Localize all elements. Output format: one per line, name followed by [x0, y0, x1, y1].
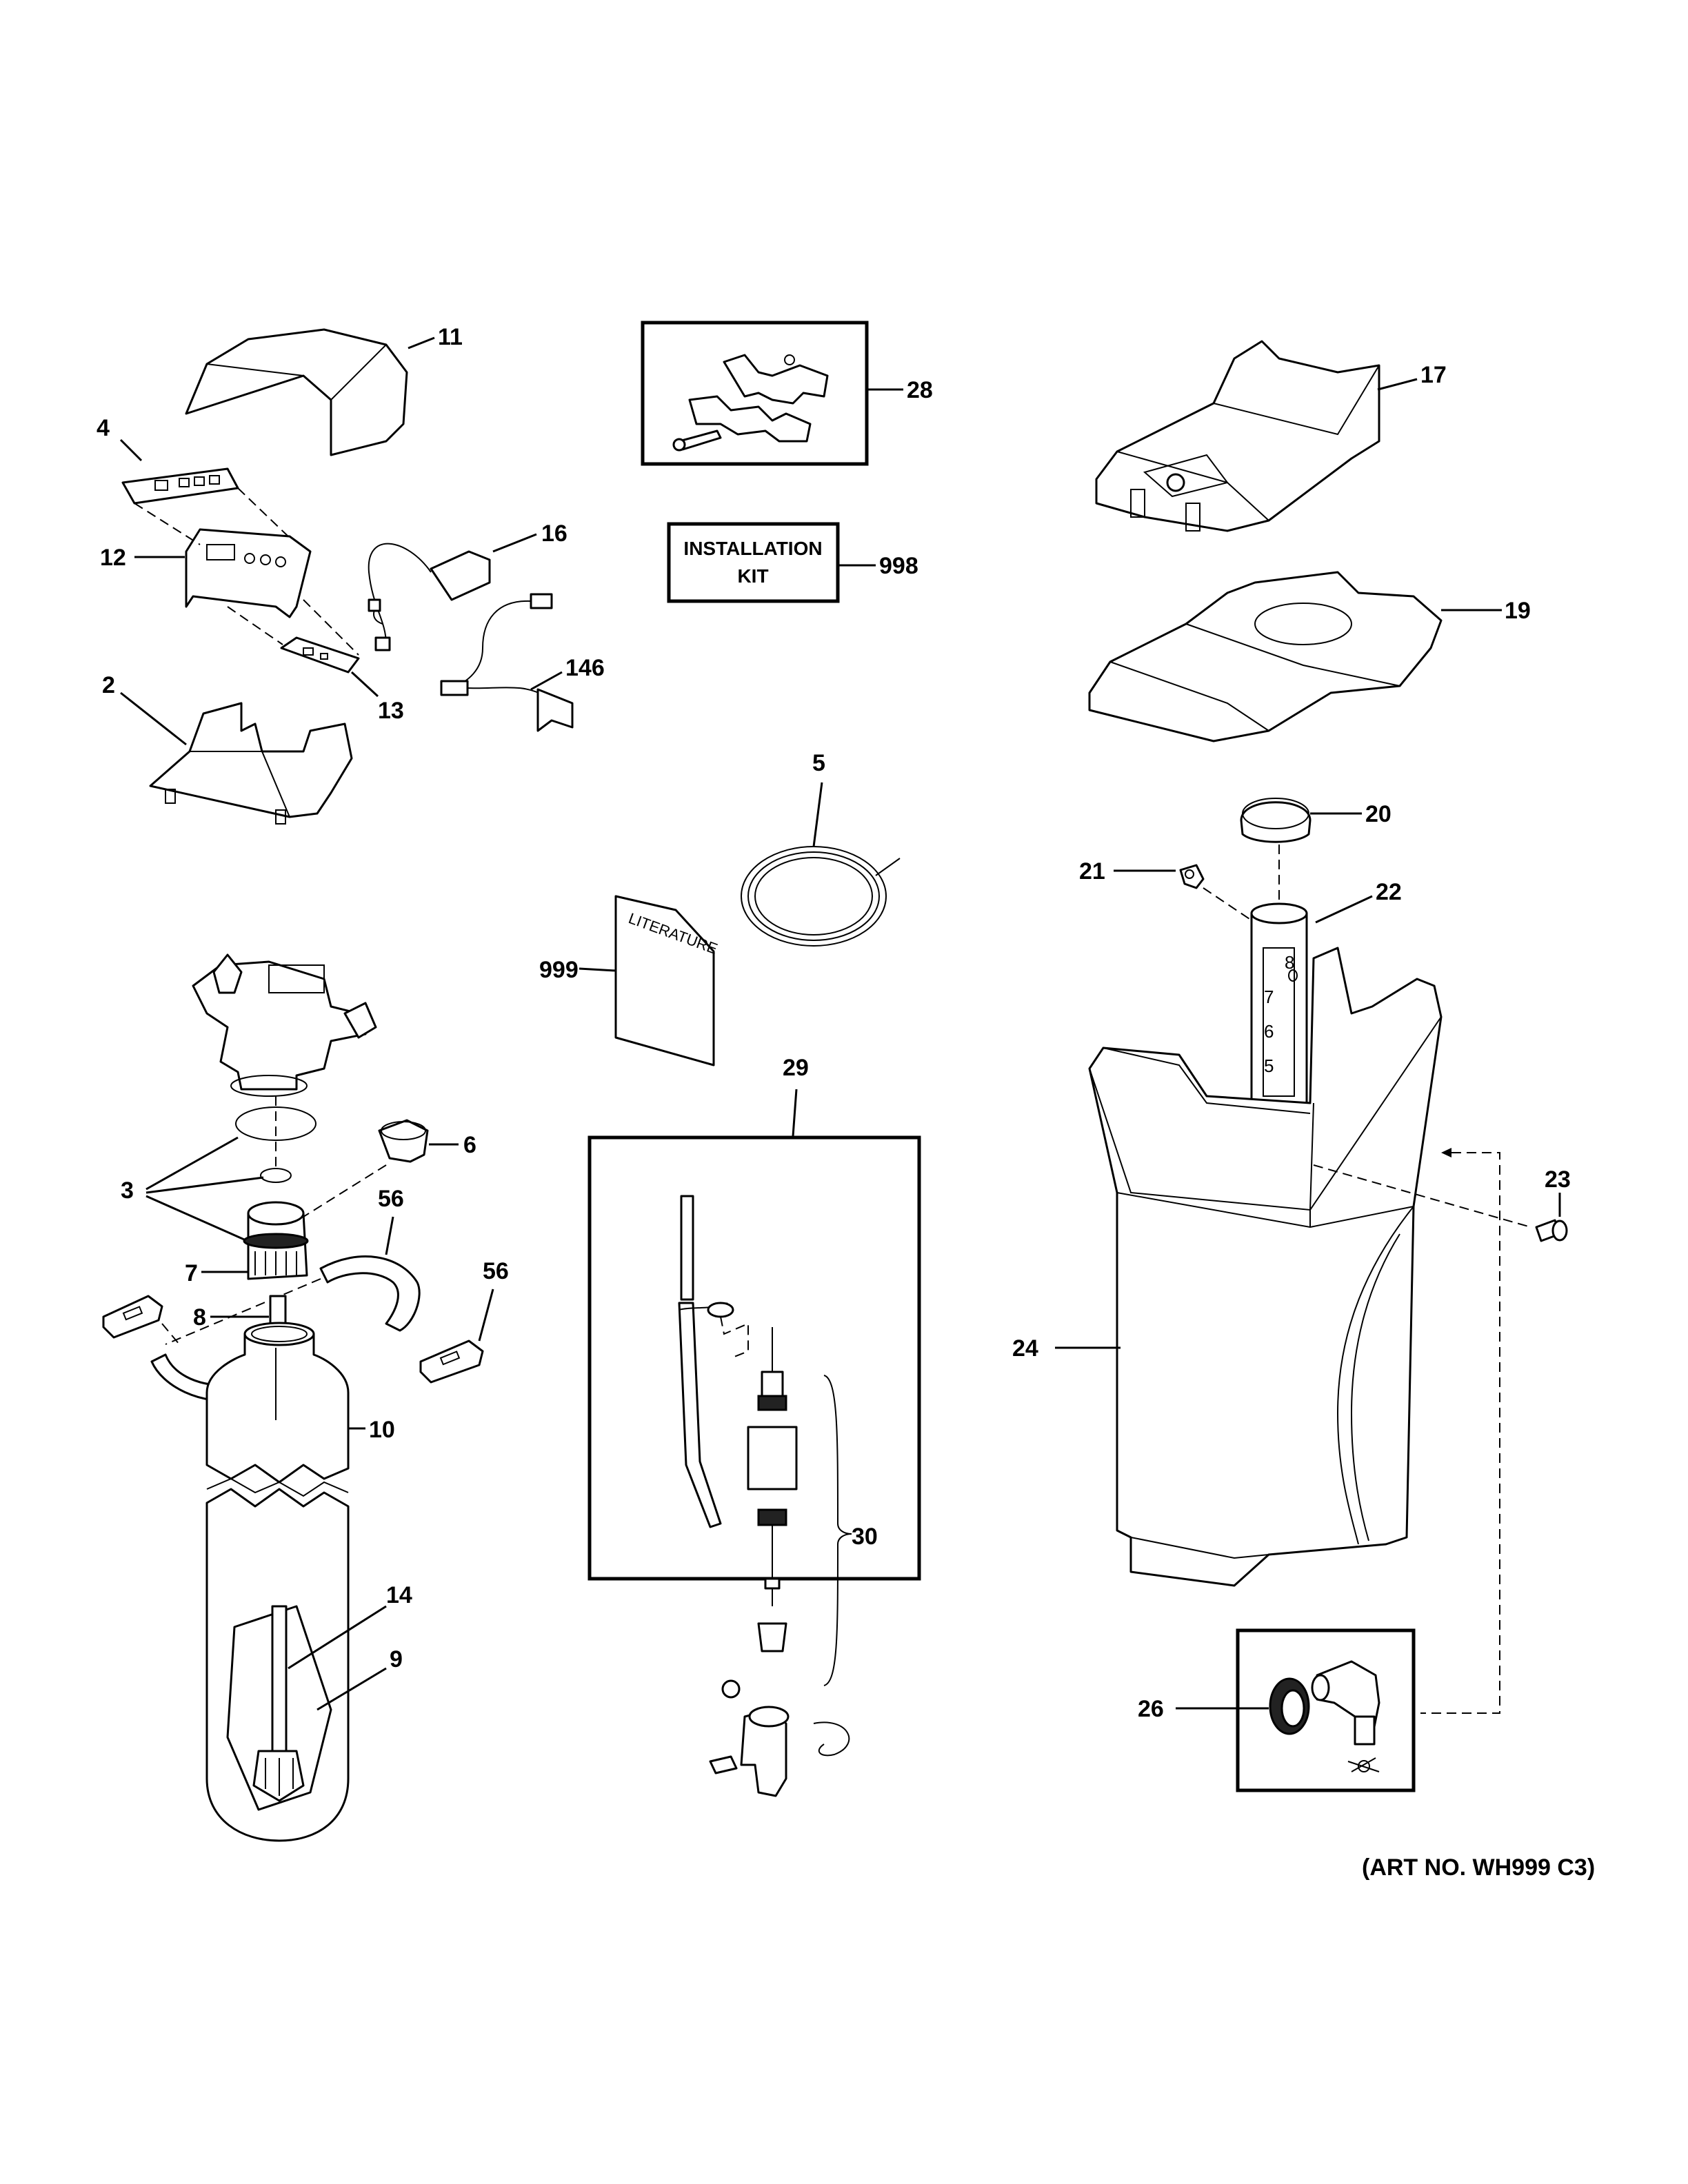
callout-5: 5 [812, 750, 825, 776]
callout-22: 22 [1376, 879, 1402, 905]
part-23-screw[interactable] [1535, 1219, 1568, 1242]
part-28-bracket-kit[interactable] [641, 321, 869, 466]
part-19-salt-tray[interactable] [1088, 571, 1443, 742]
callout-7: 7 [185, 1260, 198, 1286]
brine-well-scale-7: 7 [1264, 987, 1274, 1007]
callout-8: 8 [193, 1304, 206, 1331]
callout-21: 21 [1079, 858, 1105, 884]
callout-23: 23 [1545, 1166, 1571, 1193]
callout-14: 14 [386, 1582, 412, 1608]
part-26-overflow-fitting-kit[interactable] [1236, 1628, 1416, 1792]
part-4-overlay[interactable] [121, 467, 239, 505]
part-13-circuit-board[interactable] [280, 636, 360, 674]
callout-9: 9 [390, 1646, 403, 1672]
callout-16: 16 [541, 520, 567, 547]
installation-kit-line1: INSTALLATION [683, 538, 822, 559]
brine-well-scale-8: 8 [1285, 952, 1294, 973]
callout-11: 11 [438, 324, 463, 350]
callout-29: 29 [783, 1055, 809, 1081]
part-12-control-housing[interactable] [185, 528, 312, 618]
callout-12: 12 [100, 545, 126, 571]
callout-28: 28 [907, 377, 933, 403]
part-999-literature[interactable]: LITERATURE [614, 895, 720, 1066]
part-6-cap[interactable] [378, 1119, 429, 1163]
callout-20: 20 [1365, 801, 1391, 827]
part-56-clamp-right[interactable] [319, 1255, 421, 1332]
callout-999: 999 [539, 957, 579, 983]
callout-4: 4 [97, 415, 110, 441]
callout-6: 6 [463, 1132, 476, 1158]
installation-kit-line2: KIT [737, 565, 768, 587]
part-2-valve-frame[interactable] [149, 702, 353, 825]
part-20-brine-well-cap[interactable] [1240, 798, 1312, 843]
part-17-salt-lid[interactable] [1095, 340, 1380, 532]
brine-well-scale-6: 6 [1264, 1021, 1274, 1042]
callout-3: 3 [121, 1177, 134, 1204]
callout-13: 13 [378, 698, 404, 724]
part-21-overflow-elbow[interactable] [1179, 864, 1205, 889]
callout-19: 19 [1505, 598, 1531, 624]
part-29-brine-valve-assembly[interactable] [587, 1135, 921, 1797]
part-11-valve-cover[interactable] [185, 328, 408, 456]
part-3-o-rings[interactable] [235, 1106, 316, 1183]
part-24-salt-tank[interactable] [1088, 947, 1443, 1587]
callout-30: 30 [852, 1524, 878, 1550]
callout-998: 998 [879, 553, 918, 579]
callout-17: 17 [1420, 362, 1447, 388]
callout-56a: 56 [378, 1186, 404, 1212]
callout-10: 10 [369, 1417, 395, 1443]
part-998-installation-kit[interactable]: INSTALLATION KIT [667, 522, 840, 603]
part-16-power-adapter[interactable] [368, 543, 491, 651]
brine-well-scale-5: 5 [1264, 1055, 1274, 1076]
callout-146: 146 [565, 655, 605, 681]
art-number: (ART NO. WH999 C3) [1362, 1854, 1595, 1881]
part-146-wire-harness[interactable] [440, 593, 574, 732]
part-56-clip-right[interactable] [419, 1339, 484, 1384]
callout-2: 2 [102, 672, 115, 698]
callout-24: 24 [1012, 1335, 1038, 1362]
part-5-tubing-coil[interactable] [741, 846, 901, 947]
part-56-clip-left[interactable] [102, 1295, 163, 1339]
callout-56b: 56 [483, 1258, 509, 1284]
control-valve-body[interactable] [192, 953, 377, 1097]
part-14-riser-tube[interactable] [252, 1348, 305, 1802]
part-7-piston[interactable] [243, 1201, 309, 1280]
callout-26: 26 [1138, 1696, 1164, 1722]
